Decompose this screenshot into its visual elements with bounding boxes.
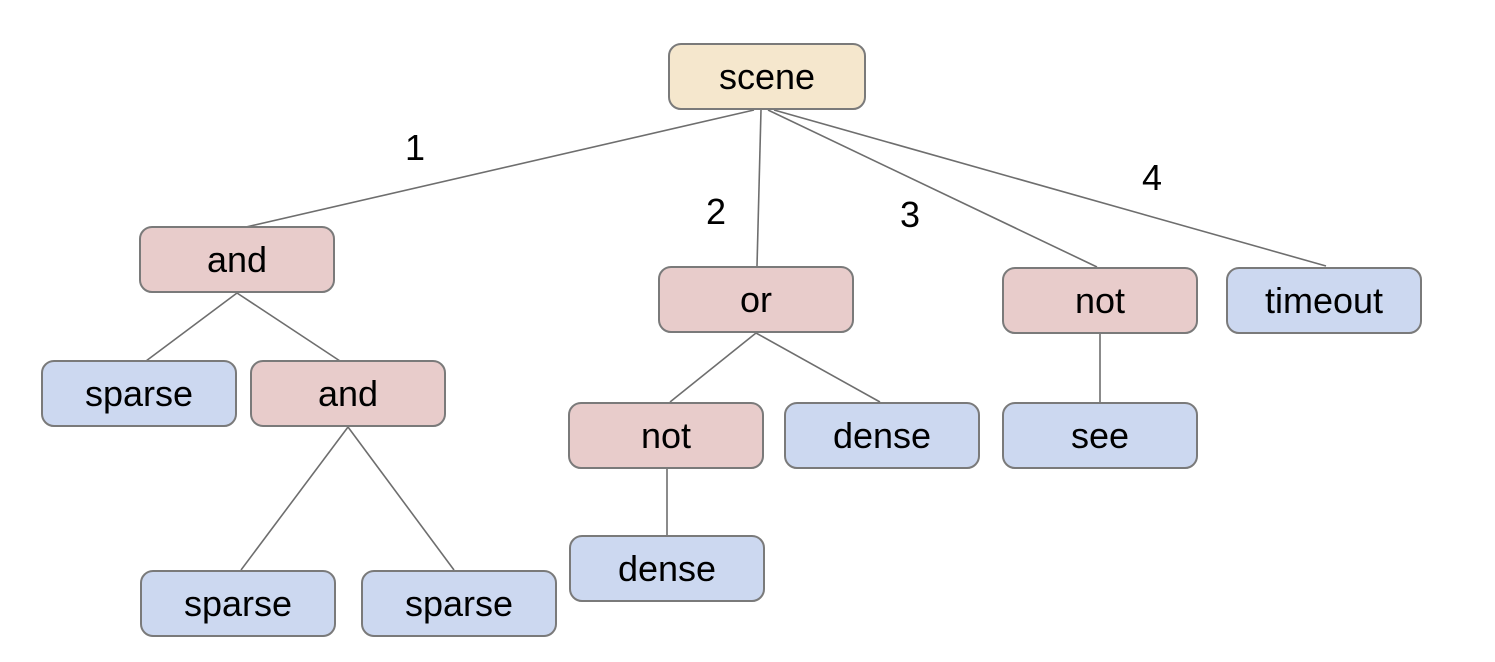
edge-scene-and: [245, 109, 755, 228]
node-dense-2: dense: [569, 535, 765, 602]
edge-label-1: 1: [404, 127, 426, 168]
node-not-2: not: [568, 402, 764, 469]
node-sparse-2: sparse: [140, 570, 336, 637]
node-and-1: and: [139, 226, 335, 293]
edge-label-3: 3: [899, 194, 921, 235]
edge-label-2: 2: [705, 191, 727, 232]
node-dense-1: dense: [784, 402, 980, 469]
node-sparse-1: sparse: [41, 360, 237, 427]
node-or: or: [658, 266, 854, 333]
node-and-2: and: [250, 360, 446, 427]
node-not-1: not: [1002, 267, 1198, 334]
node-timeout: timeout: [1226, 267, 1422, 334]
edge-or-not: [669, 332, 757, 403]
node-sparse-3: sparse: [361, 570, 557, 637]
node-scene: scene: [668, 43, 866, 110]
node-see: see: [1002, 402, 1198, 469]
edge-or-dense: [755, 332, 881, 403]
edge-and2-sparse3: [347, 426, 455, 571]
edge-label-4: 4: [1141, 157, 1163, 198]
edge-scene-or: [756, 109, 762, 267]
edge-scene-timeout: [773, 109, 1327, 267]
edge-scene-not: [767, 109, 1098, 268]
edge-and-sparse: [145, 292, 238, 362]
edge-and2-sparse2: [240, 426, 349, 571]
edge-and-and: [236, 292, 341, 362]
